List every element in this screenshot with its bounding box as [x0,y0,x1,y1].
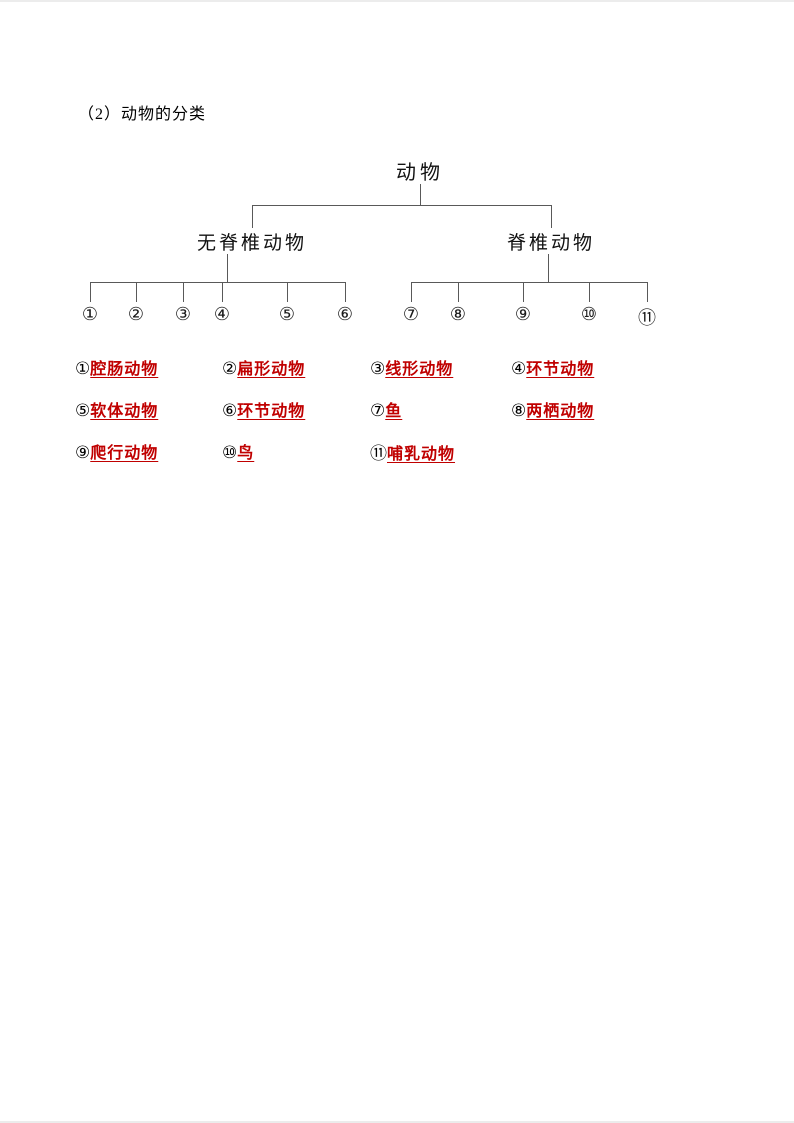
tree-branch-vertebrate-label: 脊椎动物 [506,233,596,254]
answer-number: ⑪ [370,444,387,464]
answer-item: ⑨爬行动物 [75,439,158,463]
tree-leaf-number: ⑪ [638,308,656,329]
answer-number: ③ [370,359,386,379]
answer-item: ⑪哺乳动物 [370,439,455,464]
page-bottom-edge [0,1121,794,1123]
tree-leaf-number: ② [127,304,145,325]
answer-number: ⑤ [75,401,91,421]
connector-line [222,282,223,302]
answer-text: 爬行动物 [90,445,159,462]
connector-line [548,254,549,282]
connector-line [523,282,524,302]
connector-line [287,282,288,302]
answer-text: 环节动物 [526,361,595,378]
tree-leaf-number: ① [81,304,99,325]
connector-line [411,282,412,302]
connector-line [90,282,91,302]
connector-line [136,282,137,302]
connector-line [252,205,253,228]
answer-item: ②扁形动物 [222,355,305,379]
answer-number: ② [222,359,238,379]
connector-line [183,282,184,302]
connector-line [411,282,648,283]
tree-root-label: 动物 [396,162,444,184]
answer-item: ⑤软体动物 [75,397,158,421]
answer-number: ⑩ [222,443,238,463]
answer-number: ⑨ [75,443,91,463]
answer-number: ⑧ [511,401,527,421]
answer-item: ④环节动物 [511,355,594,379]
answer-number: ⑥ [222,401,238,421]
answer-item: ⑩鸟 [222,439,254,463]
answer-number: ④ [511,359,527,379]
tree-branch-invertebrate-label: 无脊椎动物 [196,233,308,254]
answer-item: ①腔肠动物 [75,355,158,379]
answer-item: ⑥环节动物 [222,397,305,421]
answer-text: 线形动物 [385,361,454,378]
page-top-edge [0,0,794,2]
answer-text: 哺乳动物 [387,446,456,463]
answer-item: ③线形动物 [370,355,453,379]
connector-line [551,205,552,228]
connector-line [458,282,459,302]
tree-leaf-number: ⑥ [336,304,354,325]
answer-text: 鸟 [237,445,255,462]
connector-line [90,282,346,283]
tree-leaf-number: ⑤ [278,304,296,325]
answer-item: ⑦鱼 [370,397,402,421]
connector-line [227,254,228,282]
answer-text: 腔肠动物 [90,361,159,378]
answer-text: 软体动物 [90,403,159,420]
answer-text: 两栖动物 [526,403,595,420]
connector-line [345,282,346,302]
connector-line [420,184,421,205]
tree-leaf-number: ⑩ [580,304,598,325]
tree-leaf-number: ③ [174,304,192,325]
tree-leaf-number: ⑦ [402,304,420,325]
answer-text: 环节动物 [237,403,306,420]
answer-number: ⑦ [370,401,386,421]
answer-number: ① [75,359,91,379]
section-title: （2）动物的分类 [78,106,207,123]
answer-item: ⑧两栖动物 [511,397,594,421]
tree-leaf-number: ④ [213,304,231,325]
connector-line [252,205,552,206]
tree-leaf-number: ⑨ [514,304,532,325]
answer-text: 鱼 [385,403,403,420]
answer-text: 扁形动物 [237,361,306,378]
connector-line [647,282,648,302]
connector-line [589,282,590,302]
tree-leaf-number: ⑧ [449,304,467,325]
